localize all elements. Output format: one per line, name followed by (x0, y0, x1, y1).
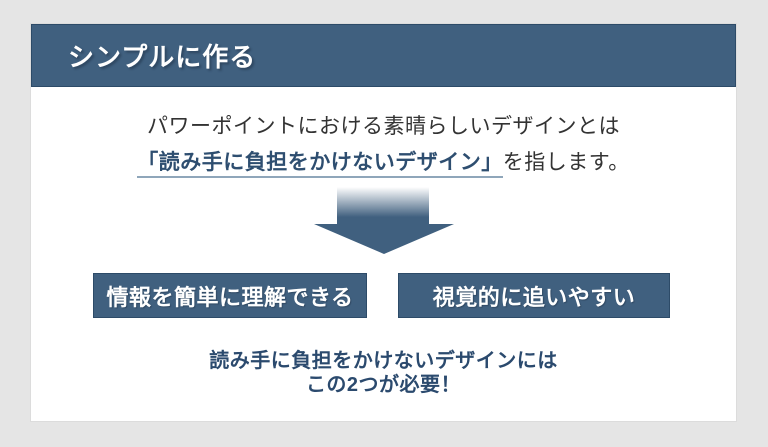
intro-text-line1: パワーポイントにおける素晴らしいデザインとは (147, 115, 620, 138)
presentation-slide: シンプルに作る パワーポイントにおける素晴らしいデザインとは 「読み手に負担をか… (31, 24, 736, 421)
conclusion-line2: この2つが必要！ (305, 374, 462, 396)
highlighted-phrase: 「読み手に負担をかけないデザイン」 (137, 151, 503, 178)
benefit-box-visual: 視覚的に追いやすい (398, 273, 670, 318)
conclusion-text: 読み手に負担をかけないデザインには この2つが必要！ (31, 349, 736, 397)
slide-title: シンプルに作る (68, 42, 257, 72)
down-arrow-icon (31, 187, 736, 255)
benefit-box-understand: 情報を簡単に理解できる (93, 273, 367, 318)
slide-title-bar: シンプルに作る (31, 24, 736, 87)
intro-text-line2-rest: を指します。 (502, 151, 630, 174)
conclusion-line1: 読み手に負担をかけないデザインには (209, 350, 558, 372)
intro-text-line2: 「読み手に負担をかけないデザイン」を指します。 (31, 146, 736, 178)
